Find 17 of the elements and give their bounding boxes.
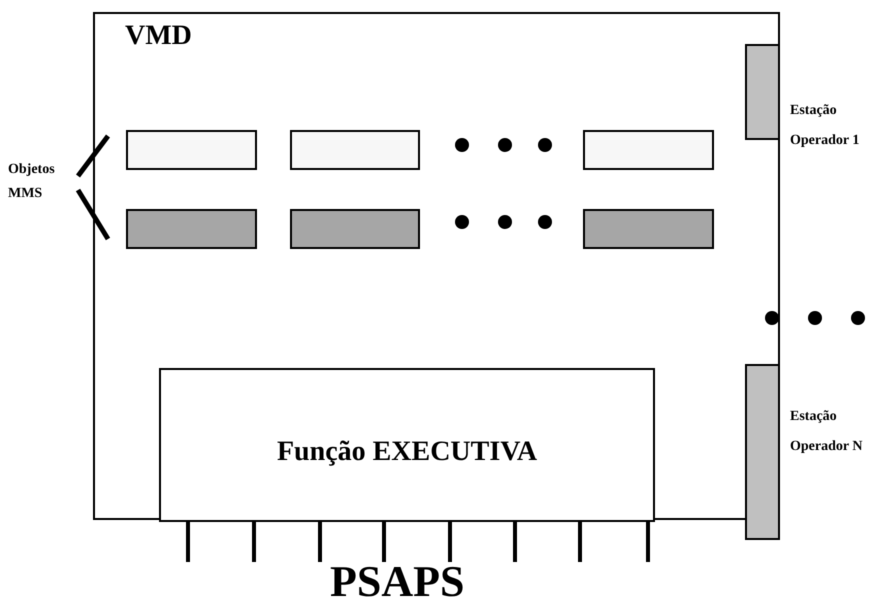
device-title: VMD	[125, 20, 192, 52]
object-box	[126, 130, 257, 170]
object-label: Objetos MMS	[8, 161, 56, 203]
leader-line	[76, 134, 110, 178]
object-box	[583, 209, 714, 249]
object-box	[126, 209, 257, 249]
object-box	[290, 130, 420, 170]
leader-line	[76, 188, 110, 240]
function-box	[159, 368, 655, 522]
station-tab	[745, 364, 780, 540]
device-frame	[93, 12, 780, 520]
station-label: Estação Operador N	[790, 408, 864, 456]
function-label: Função EXECUTIVA	[276, 436, 538, 468]
object-box	[290, 209, 420, 249]
object-box	[583, 130, 714, 170]
bus-label: PSAPS	[330, 556, 464, 607]
station-label: Estação Operador 1	[790, 102, 860, 150]
